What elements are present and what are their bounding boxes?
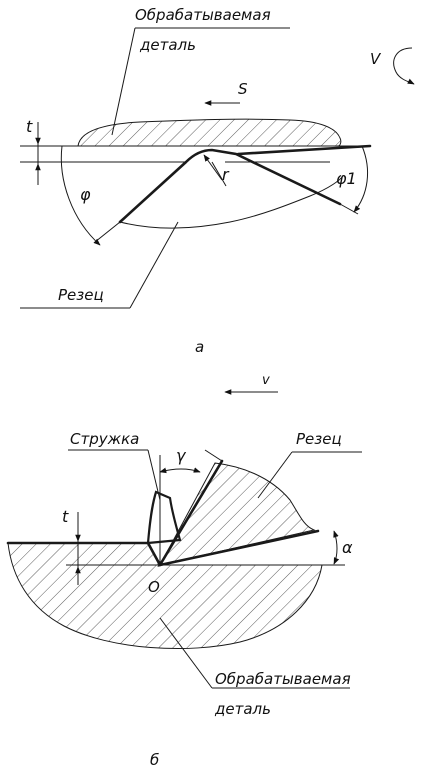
aux-angle-symbol: φ1 [336, 169, 357, 188]
rake-angle-arc [159, 467, 201, 474]
tool-body-b [159, 462, 316, 566]
caption-a: а [195, 338, 204, 356]
rake-angle-symbol: γ [176, 446, 187, 465]
main-angle-symbol: φ [80, 185, 91, 204]
tool-label-b: Резец [296, 430, 342, 448]
chip-label: Стружка [70, 430, 139, 448]
workpiece-a [77, 118, 342, 147]
tool-body-a [119, 175, 344, 229]
main-cutting-edge [118, 148, 342, 224]
workpiece-b [7, 542, 323, 650]
origin-symbol: O [148, 578, 160, 596]
workpiece-label-a-1: Обрабатываемая [135, 6, 271, 24]
radius-symbol: r [222, 165, 230, 184]
clearance-angle-symbol: α [342, 538, 353, 557]
depth-symbol-a: t [26, 117, 33, 136]
workpiece-leader-b [159, 617, 213, 689]
workpiece-label-a-2: деталь [139, 36, 196, 54]
rotation-arrow [393, 47, 415, 85]
workpiece-label-b-2: деталь [214, 700, 271, 718]
workpiece-label-b-1: Обрабатываемая [215, 670, 351, 688]
figure-a: t φ φ1 r S V Обрабатываемая деталь Резец… [20, 6, 415, 356]
aux-angle-arc [353, 145, 368, 213]
speed-symbol-b: v [262, 373, 270, 388]
speed-symbol-a: V [370, 50, 382, 68]
tool-label-a: Резец [58, 286, 104, 304]
caption-b: б [150, 751, 159, 769]
main-angle-arc [60, 145, 101, 246]
workpiece-leader-a [111, 27, 136, 136]
tool-top-edge [236, 144, 372, 156]
tool-leader-a [129, 221, 179, 309]
radius-leader [211, 161, 227, 187]
chip [146, 490, 182, 545]
depth-symbol-b: t [62, 507, 69, 526]
clearance-angle-arc [333, 530, 340, 565]
chip-leader [147, 449, 161, 501]
figure-b: v γ α t O Стружка Резец [6, 373, 362, 769]
tool-leader-b [257, 451, 293, 499]
feed-symbol: S [238, 80, 248, 98]
